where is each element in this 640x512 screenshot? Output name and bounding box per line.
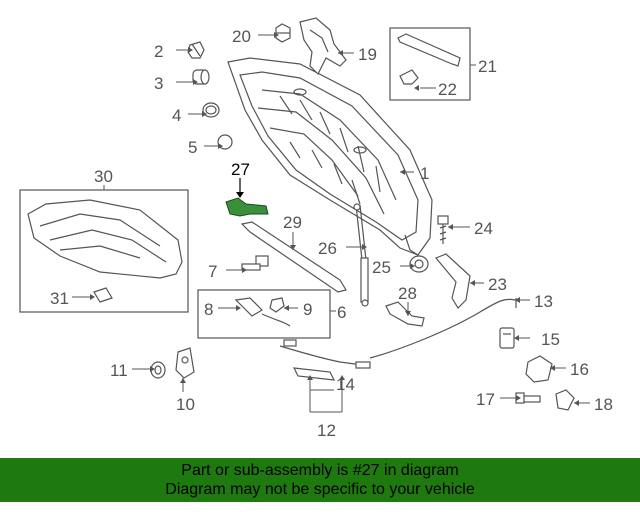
callout-9[interactable]: 9 <box>303 300 312 319</box>
part-28-shape <box>385 301 425 327</box>
part-27-highlighted[interactable] <box>225 178 269 217</box>
parts-box-6 <box>197 289 331 339</box>
callout-12[interactable]: 12 <box>317 421 336 440</box>
part-7-shape <box>241 255 269 271</box>
hood-panel <box>227 57 433 256</box>
part-4-shape <box>202 102 220 118</box>
part-24-shape <box>437 215 449 244</box>
part-25-shape <box>409 255 429 273</box>
callout-3[interactable]: 3 <box>154 74 163 93</box>
callout-5[interactable]: 5 <box>188 138 197 157</box>
part-3-shape <box>192 69 210 85</box>
callout-16[interactable]: 16 <box>570 360 589 379</box>
callout-31[interactable]: 31 <box>50 289 69 308</box>
callout-27[interactable]: 27 <box>231 160 250 179</box>
callout-23[interactable]: 23 <box>488 275 507 294</box>
callout-6[interactable]: 6 <box>337 303 346 322</box>
part-20-shape <box>275 23 291 43</box>
callout-24[interactable]: 24 <box>474 219 493 238</box>
callout-30[interactable]: 30 <box>94 167 113 186</box>
callout-25[interactable]: 25 <box>372 258 391 277</box>
callout-8[interactable]: 8 <box>204 300 213 319</box>
callout-17[interactable]: 17 <box>476 390 495 409</box>
info-banner: Part or sub-assembly is #27 in diagram D… <box>0 458 640 502</box>
callout-19[interactable]: 19 <box>358 45 377 64</box>
callout-14[interactable]: 14 <box>336 375 355 394</box>
callout-10[interactable]: 10 <box>176 395 195 414</box>
callout-2[interactable]: 2 <box>154 42 163 61</box>
parts-diagram: 1 2 3 4 5 6 7 8 9 10 11 12 13 14 15 16 1… <box>19 17 613 440</box>
callout-11[interactable]: 11 <box>110 361 128 380</box>
part-16-shape <box>525 355 553 383</box>
callout-13[interactable]: 13 <box>534 292 553 311</box>
part-23-shape <box>435 253 471 309</box>
part-29-shape <box>240 221 347 293</box>
callout-20[interactable]: 20 <box>232 27 251 46</box>
callout-28[interactable]: 28 <box>398 284 417 303</box>
callout-22[interactable]: 22 <box>438 80 457 99</box>
part-26-shape <box>353 203 369 307</box>
parts-box-30 <box>19 189 189 313</box>
leader-arrowheads <box>90 32 579 406</box>
callout-15[interactable]: 15 <box>541 330 560 349</box>
callout-7[interactable]: 7 <box>208 262 217 281</box>
callout-29[interactable]: 29 <box>283 213 302 232</box>
banner-line-1: Part or sub-assembly is #27 in diagram <box>181 462 459 479</box>
callout-4[interactable]: 4 <box>172 106 181 125</box>
part-14-shape <box>279 339 371 381</box>
part-18-shape <box>555 389 575 411</box>
part-15-shape <box>499 327 515 349</box>
callout-26[interactable]: 26 <box>318 239 337 258</box>
callout-21[interactable]: 21 <box>478 57 497 76</box>
part-19-shape <box>299 17 347 76</box>
part-11-shape <box>150 361 166 379</box>
callout-18[interactable]: 18 <box>594 395 613 414</box>
part-10-shape <box>175 347 195 379</box>
callout-labels: 1 2 3 4 5 6 7 8 9 10 11 12 13 14 15 16 1… <box>50 27 613 440</box>
banner-line-2: Diagram may not be specific to your vehi… <box>165 481 475 498</box>
callout-1[interactable]: 1 <box>420 164 429 183</box>
parts-box-21 <box>389 27 471 101</box>
